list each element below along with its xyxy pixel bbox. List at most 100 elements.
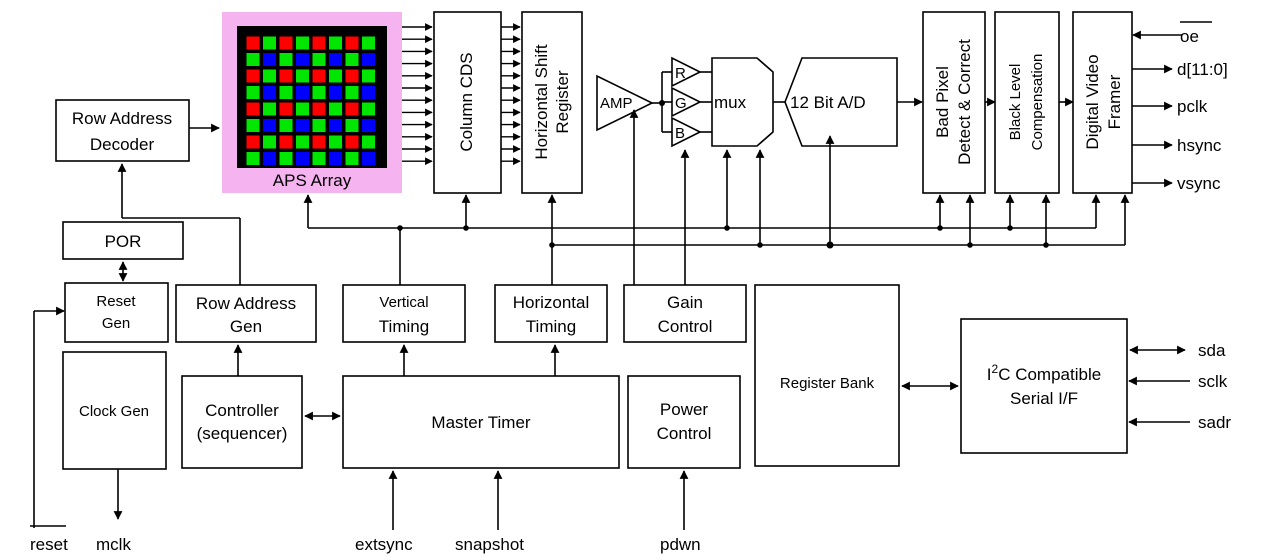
aps-pixel [245,85,261,100]
i2c-serial-label-1: I2C Compatible [987,362,1101,384]
master-timer-block: Master Timer [342,375,620,469]
por-block: POR [62,221,184,260]
row-address-gen-label-1: Row Address [196,294,296,313]
channel-g-label: G [675,95,687,112]
signal-pdwn: pdwn [660,535,701,554]
reset-gen-label-1: Reset [96,293,136,310]
aps-pixel [328,68,343,84]
i2c-serial-label-2: Serial I/F [1010,389,1078,408]
row-address-gen-label-2: Gen [230,317,262,336]
row-address-decoder-label-2: Decoder [90,135,155,154]
aps-pixel [361,85,376,100]
aps-array-label: APS Array [273,171,352,190]
aps-pixel [245,68,261,84]
aps-pixel [245,35,261,51]
column-cds-label: Column CDS [457,52,476,151]
aps-pixel [344,68,360,84]
aps-pixel [344,101,360,117]
aps-pixel [278,52,294,67]
reset-gen-block: Reset Gen [64,282,169,343]
i2c-prefix: I [987,365,992,384]
aps-pixel [262,35,277,51]
aps-pixel [328,118,343,133]
aps-pixel [311,101,327,117]
amp-block: AMP [596,74,654,132]
adc-label: 12 Bit A/D [790,93,866,112]
aps-pixel [311,118,327,133]
aps-pixel [278,134,294,150]
horizontal-shift-register-block: Horizontal Shift Register [521,11,583,194]
gain-control-label-2: Control [658,317,713,336]
aps-pixel [344,134,360,150]
digital-video-framer-label-1: Digital Video [1083,54,1102,149]
aps-pixel [245,134,261,150]
amp-label: AMP [600,95,633,112]
digital-video-framer-label-2: Framer [1105,74,1124,129]
aps-pixel [344,35,360,51]
aps-pixel [295,134,310,150]
signal-mclk: mclk [96,535,131,554]
gain-control-label-1: Gain [667,293,703,312]
signal-vsync: vsync [1177,174,1221,193]
vertical-timing-label-2: Timing [379,317,429,336]
aps-pixel [361,151,376,166]
clock-gen-label: Clock Gen [79,403,149,420]
aps-pixel [311,35,327,51]
bad-pixel-label-1: Bad Pixel [933,66,952,138]
aps-pixel [361,68,376,84]
aps-pixel [295,35,310,51]
channel-b-amp: B [671,116,702,148]
bad-pixel-label-2: Detect & Correct [955,39,974,165]
column-cds-output-arrows [501,23,521,166]
horizontal-timing-label-2: Timing [526,317,576,336]
aps-pixel [245,101,261,117]
aps-output-arrows [402,23,433,166]
aps-pixel [328,85,343,100]
aps-pixel [262,151,277,166]
aps-pixel [311,52,327,67]
aps-pixel [344,151,360,166]
signal-pclk: pclk [1177,97,1208,116]
signal-sadr: sadr [1198,413,1231,432]
aps-pixel [295,85,310,100]
black-level-label-2: Compensation [1029,54,1046,151]
gain-control-block: Gain Control [623,284,747,343]
aps-pixel [311,134,327,150]
register-bank-label: Register Bank [780,375,875,392]
aps-pixel [361,118,376,133]
aps-pixel [311,68,327,84]
aps-pixel [245,118,261,133]
channel-r-label: R [675,65,686,82]
master-timer-label: Master Timer [431,413,531,432]
aps-pixel [361,134,376,150]
aps-pixel [278,85,294,100]
controller-block: Controller (sequencer) [181,375,303,469]
mux-block: mux [711,57,774,147]
channel-g-amp: G [671,86,702,118]
signal-oe: oe [1180,27,1199,46]
signal-sda: sda [1198,341,1226,360]
controller-label-2: (sequencer) [197,424,288,443]
aps-pixel [245,52,261,67]
power-control-block: Power Control [627,375,741,469]
controller-label-1: Controller [205,401,279,420]
horizontal-timing-label-1: Horizontal [513,293,590,312]
aps-pixel [328,35,343,51]
aps-pixel [262,68,277,84]
aps-pixel [311,85,327,100]
aps-pixel [344,118,360,133]
aps-pixel [328,151,343,166]
aps-pixel [245,151,261,166]
aps-pixel [328,52,343,67]
signal-reset: reset [30,535,68,554]
i2c-superscript: 2 [992,362,999,376]
channel-r-amp: R [671,56,702,88]
aps-pixel [262,52,277,67]
aps-pixel [361,101,376,117]
signal-data: d[11:0] [1177,60,1228,79]
aps-pixel [295,68,310,84]
i2c-serial-block: I2C Compatible Serial I/F [960,318,1128,454]
horizontal-timing-block: Horizontal Timing [494,284,608,343]
channel-b-label: B [675,125,685,142]
